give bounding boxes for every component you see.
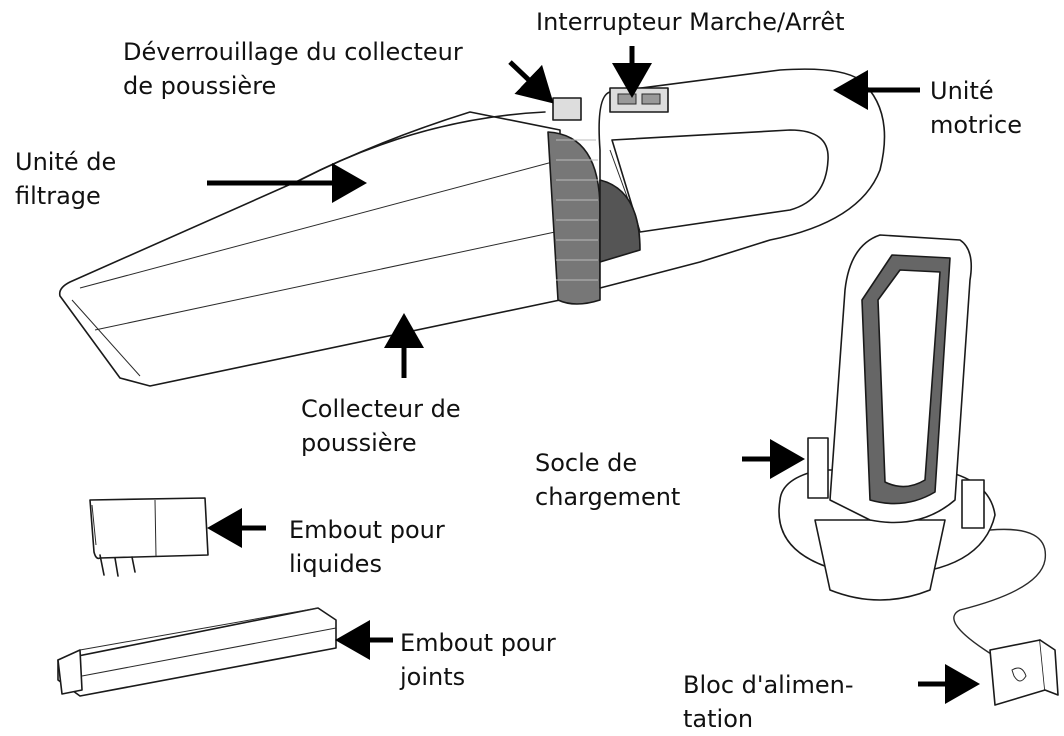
crevice-nozzle-drawing bbox=[57, 607, 337, 697]
label-power-supply: Bloc d'alimen- tation bbox=[683, 671, 854, 733]
label-dust-release: Déverrouillage du collecteur de poussièr… bbox=[123, 38, 463, 100]
label-filter-unit: Unité de filtrage bbox=[15, 148, 117, 210]
charging-base-drawing bbox=[778, 234, 1059, 706]
label-crevice-nozzle: Embout pour joints bbox=[400, 629, 556, 691]
label-charging-base: Socle de chargement bbox=[535, 449, 681, 511]
pointer-arrows bbox=[207, 46, 980, 704]
label-liquid-nozzle: Embout pour liquides bbox=[289, 516, 445, 578]
label-dust-collector: Collecteur de poussière bbox=[301, 395, 461, 457]
label-motor-unit: Unité motrice bbox=[930, 77, 1022, 139]
label-switch: Interrupteur Marche/Arrêt bbox=[536, 8, 845, 36]
liquid-nozzle-drawing bbox=[89, 497, 209, 577]
vacuum-body-drawing bbox=[58, 68, 886, 387]
